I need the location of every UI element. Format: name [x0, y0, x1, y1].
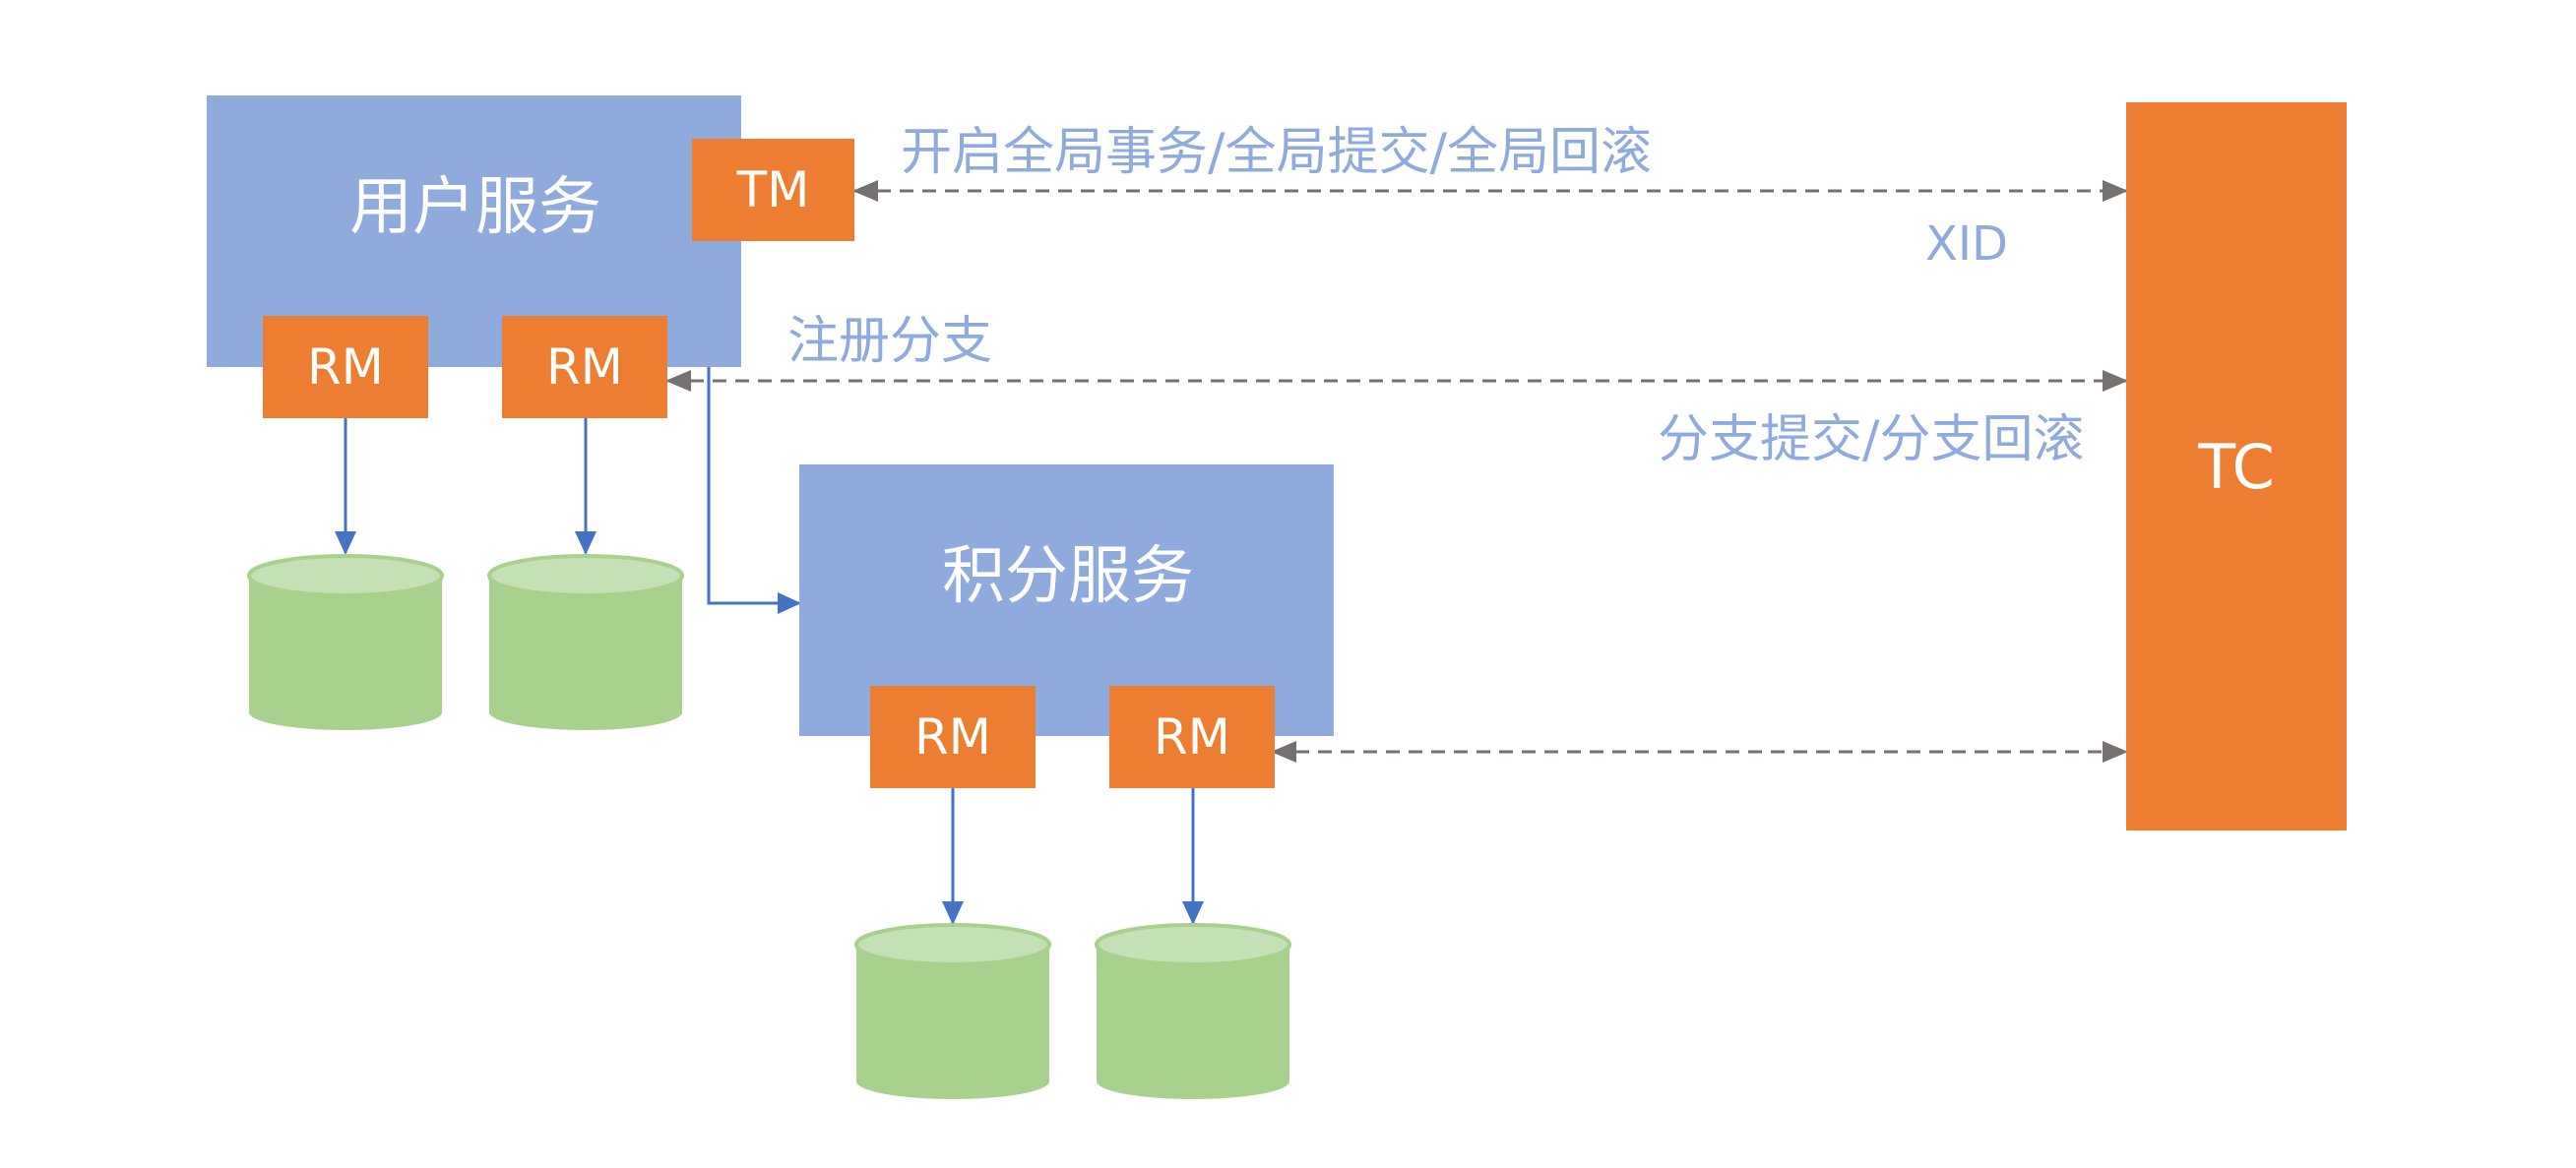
database-cylinder-icon [854, 923, 1051, 1099]
branch-transaction-label: 分支提交/分支回滚 [1658, 410, 2085, 469]
xid-label: XID [1925, 216, 2008, 272]
global-transaction-label: 开启全局事务/全局提交/全局回滚 [901, 123, 1653, 182]
rm-label: RM [1154, 708, 1230, 766]
tm-label: TM [736, 161, 810, 218]
user-service-title: 用户服务 [349, 171, 601, 244]
rm-box: RM [870, 686, 1036, 788]
tc-label: TC [2198, 430, 2275, 503]
rm-box: RM [263, 316, 428, 418]
service-call-arrow [707, 367, 801, 614]
points-service-title: 积分服务 [942, 540, 1194, 613]
database-cylinder-icon [247, 554, 444, 730]
rm-box: RM [1109, 686, 1275, 788]
database-cylinder-icon [487, 554, 684, 730]
tc-box: TC [2126, 102, 2347, 830]
database-cylinder-icon [1095, 923, 1291, 1099]
rm-label: RM [307, 338, 384, 396]
tm-box: TM [692, 139, 854, 241]
rm-box: RM [502, 316, 667, 418]
rm-label: RM [546, 338, 623, 396]
rm-label: RM [914, 708, 991, 766]
register-branch-label: 注册分支 [787, 312, 993, 371]
